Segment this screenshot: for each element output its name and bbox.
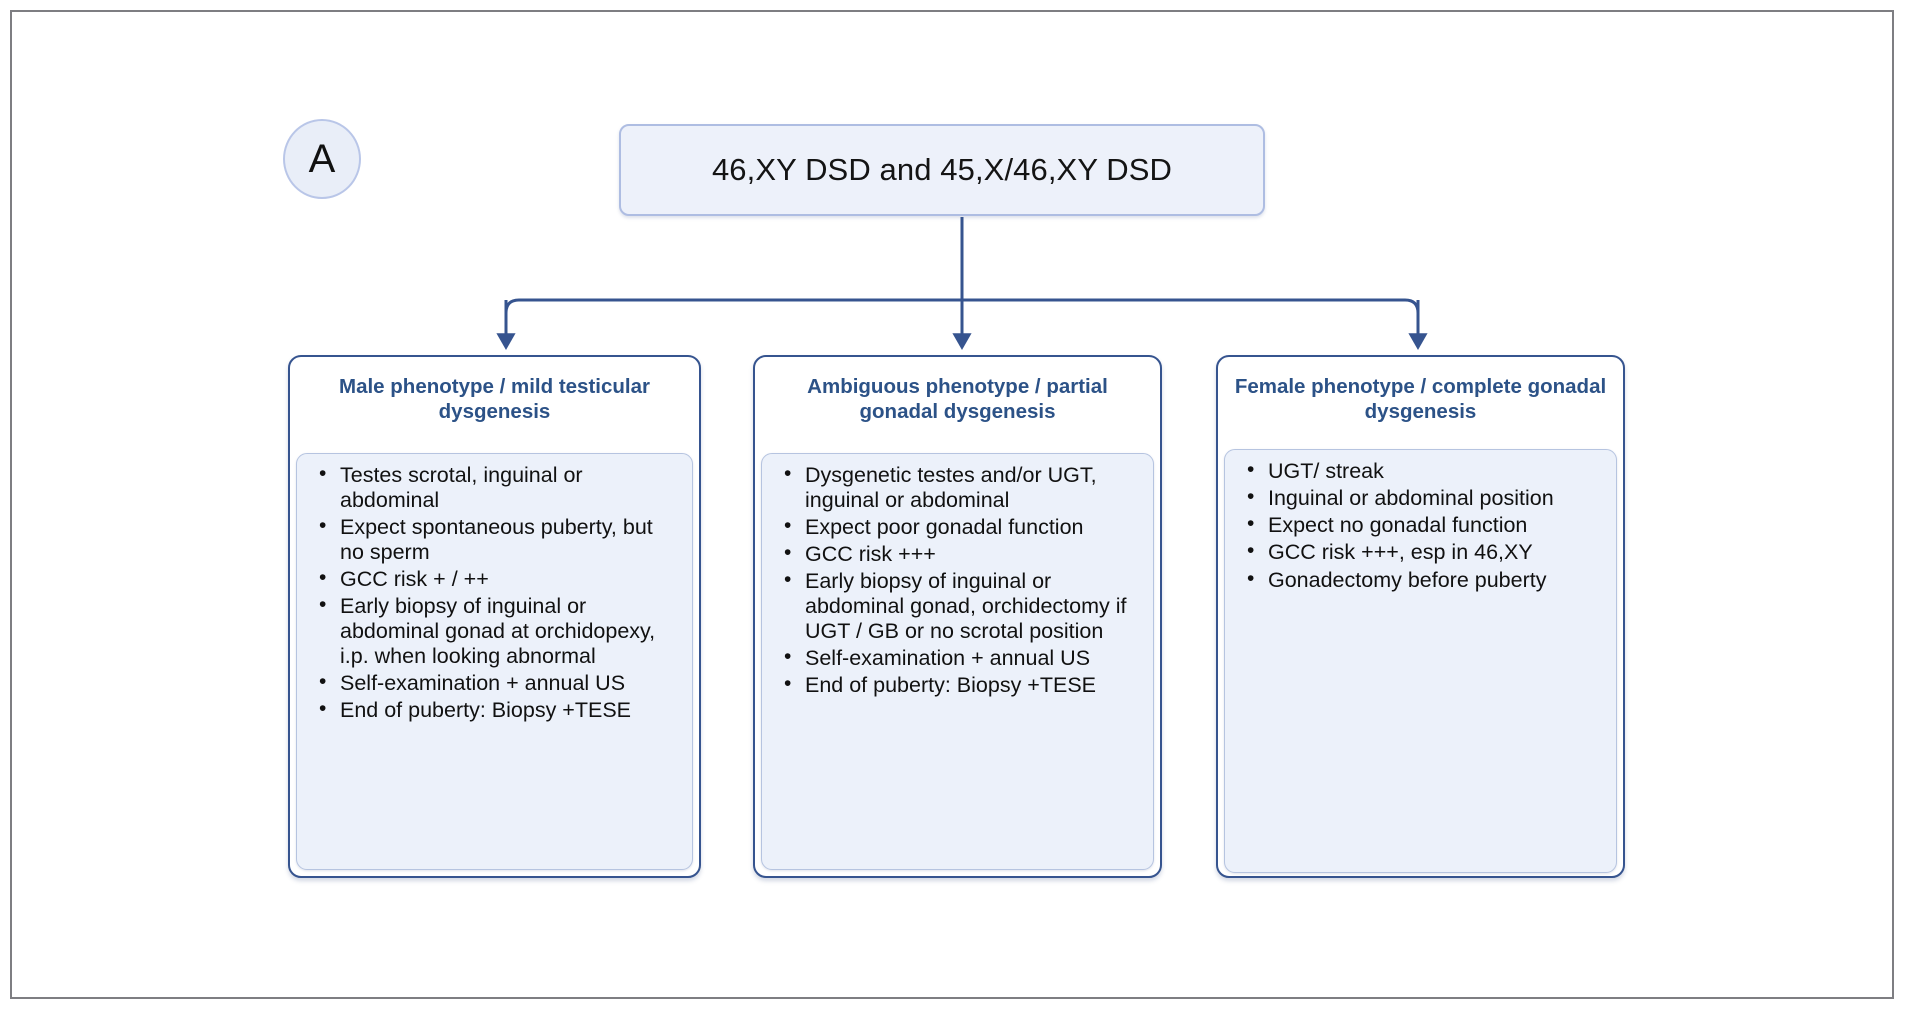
bullet-list: UGT/ streak Inguinal or abdominal positi… [1237,458,1604,593]
list-item: Early biopsy of inguinal or abdominal go… [784,568,1141,644]
root-node-label: 46,XY DSD and 45,X/46,XY DSD [711,152,1173,187]
bullet-list: Testes scrotal, inguinal or abdominal Ex… [309,462,680,723]
list-item: End of puberty: Biopsy +TESE [319,697,680,723]
panel-letter-badge: A [283,119,361,199]
column-female-phenotype: Female phenotype / complete gonadal dysg… [1216,355,1625,878]
column-details-box: Testes scrotal, inguinal or abdominal Ex… [296,453,693,870]
list-item: Early biopsy of inguinal or abdominal go… [319,593,680,669]
list-item: Inguinal or abdominal position [1247,485,1604,511]
column-details-box: Dysgenetic testes and/or UGT, inguinal o… [761,453,1154,870]
column-male-phenotype: Male phenotype / mild testicular dysgene… [288,355,701,878]
list-item: GCC risk + / ++ [319,566,680,592]
list-item: GCC risk +++, esp in 46,XY [1247,539,1604,565]
column-header: Male phenotype / mild testicular dysgene… [339,375,650,423]
column-ambiguous-phenotype: Ambiguous phenotype / partial gonadal dy… [753,355,1162,878]
column-header: Female phenotype / complete gonadal dysg… [1234,375,1607,423]
list-item: Expect spontaneous puberty, but no sperm [319,514,680,565]
list-item: Self-examination + annual US [319,670,680,696]
column-header: Ambiguous phenotype / partial gonadal dy… [807,375,1108,423]
list-item: UGT/ streak [1247,458,1604,484]
list-item: Self-examination + annual US [784,645,1141,671]
list-item: Gonadectomy before puberty [1247,567,1604,593]
column-details-box: UGT/ streak Inguinal or abdominal positi… [1224,449,1617,873]
list-item: Expect no gonadal function [1247,512,1604,538]
list-item: Dysgenetic testes and/or UGT, inguinal o… [784,462,1141,513]
list-item: Testes scrotal, inguinal or abdominal [319,462,680,513]
list-item: Expect poor gonadal function [784,514,1141,540]
list-item: End of puberty: Biopsy +TESE [784,672,1141,698]
panel-letter-label: A [308,137,336,181]
root-node-title-box: 46,XY DSD and 45,X/46,XY DSD [619,124,1265,216]
list-item: GCC risk +++ [784,541,1141,567]
bullet-list: Dysgenetic testes and/or UGT, inguinal o… [774,462,1141,698]
